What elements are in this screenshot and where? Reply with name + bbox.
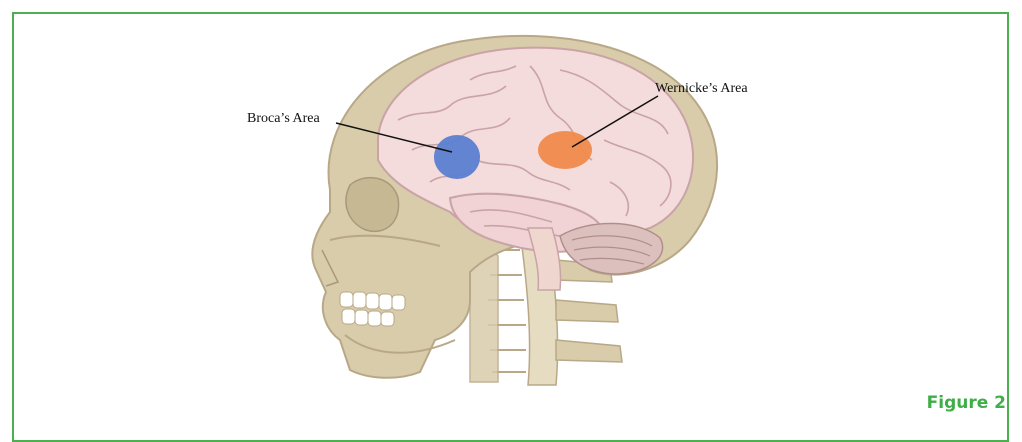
brain-diagram: Broca’s Area Wernicke’s Area (0, 0, 1022, 428)
wernicke-area-marker (538, 131, 592, 169)
wernicke-area-label: Wernicke’s Area (655, 81, 748, 96)
broca-area-label: Broca’s Area (247, 111, 320, 126)
figure-caption: Figure 2 (927, 393, 1006, 413)
broca-area-marker (434, 135, 480, 179)
